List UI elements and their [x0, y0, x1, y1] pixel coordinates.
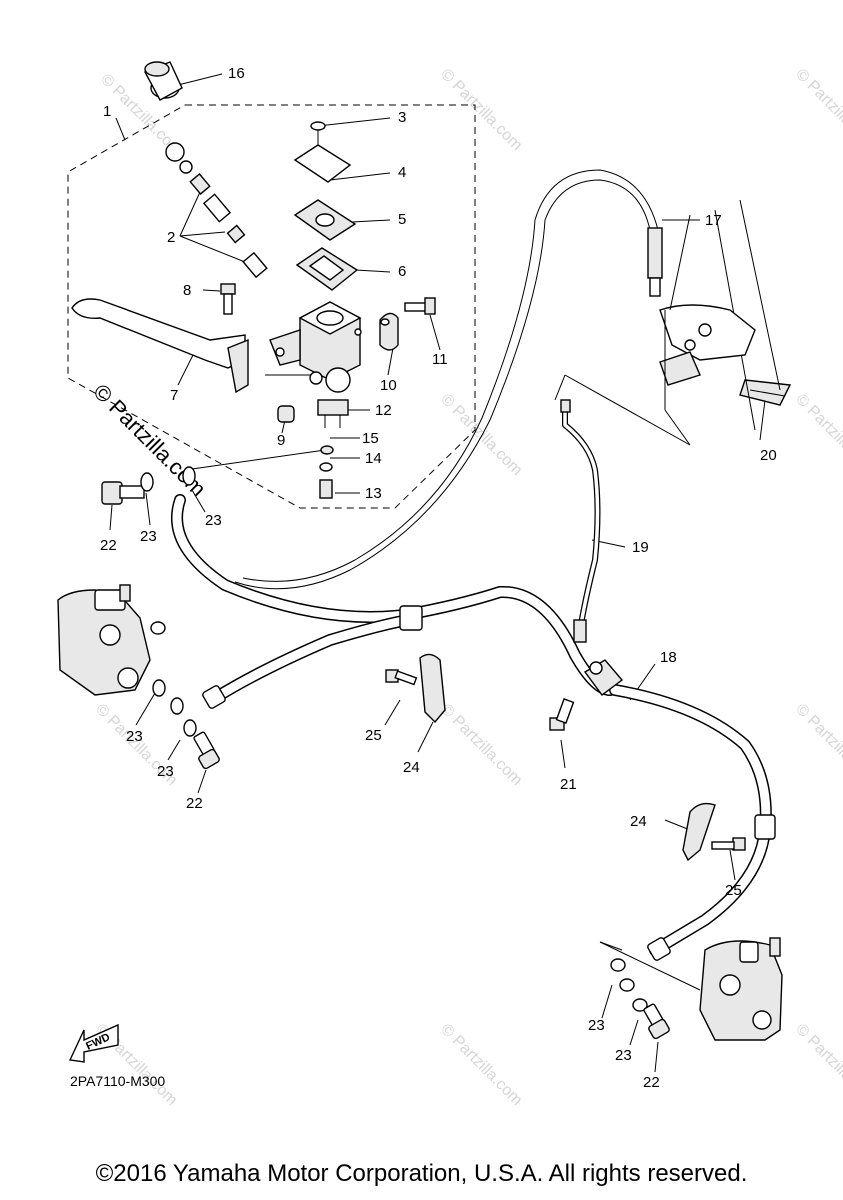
brake-lever: [71, 298, 249, 394]
right-brake-caliper: [699, 937, 783, 1041]
callout-23-upper-left: 23: [140, 528, 157, 545]
callout-5: 5: [398, 211, 406, 228]
upper-copper-washer-2: [182, 466, 196, 486]
callout-23-right-a: 23: [588, 1017, 605, 1034]
callout-14: 14: [365, 450, 382, 467]
handlebar-clamp: [379, 312, 399, 351]
callout-23-caliper-a: 23: [126, 728, 143, 745]
right-caliper-washer-3: [632, 998, 648, 1012]
callout-1: 1: [103, 103, 111, 120]
left-caliper-washer-1: [152, 679, 166, 697]
callout-21: 21: [560, 776, 577, 793]
piston-kit: [165, 142, 268, 279]
callout-2: 2: [167, 229, 175, 246]
callout-8: 8: [183, 282, 191, 299]
reservoir-cap-parts: [293, 121, 359, 291]
callout-11: 11: [432, 351, 448, 368]
switch-screw: [319, 479, 333, 499]
left-caliper-washer-2: [170, 697, 184, 715]
callout-22-left: 22: [186, 795, 203, 812]
callout-7: 7: [170, 387, 178, 404]
watermark-text: © Partzilla.com: [792, 66, 843, 154]
callout-23-upper-right: 23: [205, 512, 222, 529]
callout-13: 13: [365, 485, 382, 502]
parts-diagram: © Partzilla.com © Partzilla.com © Partzi…: [57, 61, 843, 1109]
watermark-text: © Partzilla.com: [792, 1021, 843, 1109]
callout-12: 12: [375, 402, 392, 419]
watermark-text: © Partzilla.com: [792, 701, 843, 789]
callout-20: 20: [760, 447, 777, 464]
right-caliper-washer-1: [610, 958, 626, 972]
watermark-text: © Partzilla.com: [792, 391, 843, 479]
hose-joint: [583, 659, 624, 696]
callout-23-right-b: 23: [615, 1047, 632, 1064]
hose-clip: [739, 379, 792, 406]
upper-copper-washer: [140, 472, 154, 492]
guide-bolt-left: [385, 669, 418, 686]
brake-hose-17: [234, 169, 663, 590]
callout-9: 9: [277, 432, 285, 449]
left-caliper-washer-3: [183, 719, 197, 737]
callout-18: 18: [660, 649, 677, 666]
callout-3: 3: [398, 109, 406, 126]
left-brake-caliper: [57, 584, 166, 696]
pivot-bolt: [220, 283, 236, 315]
watermark-text: © Partzilla.com: [437, 701, 525, 789]
callout-24-center: 24: [403, 759, 420, 776]
front-brake-switch: [317, 399, 349, 428]
callout-numbers: 1 2 3 4 5 6 7 8 9 10 11 12 13 14 15 16 1…: [100, 65, 777, 1091]
cap-screw: [310, 121, 326, 147]
callout-24-right: 24: [630, 813, 647, 830]
brake-pipe-19: [560, 399, 601, 643]
lock-washer: [319, 462, 333, 472]
small-washer: [320, 445, 334, 455]
watermark-text: © Partzilla.com: [437, 1021, 525, 1109]
fork-bracket: [659, 199, 781, 446]
callout-23-caliper-b: 23: [157, 763, 174, 780]
hose-fittings: [202, 605, 776, 961]
callout-17: 17: [705, 212, 722, 229]
right-caliper-washer-2: [619, 978, 635, 992]
joint-bolt: [549, 698, 575, 731]
copyright-notice: ©2016 Yamaha Motor Corporation, U.S.A. A…: [95, 1160, 748, 1187]
callout-15: 15: [362, 430, 379, 447]
callout-25-right: 25: [725, 882, 742, 899]
assembly-boundary: [67, 104, 476, 509]
guide-bolt-right: [711, 837, 746, 851]
callout-16: 16: [228, 65, 245, 82]
right-caliper-union-bolt: [643, 1003, 670, 1040]
dust-boot: [144, 61, 183, 101]
callout-22-upper: 22: [100, 537, 117, 554]
clamp-bolt: [404, 297, 436, 315]
switch-cover: [277, 405, 295, 423]
hose-guide-center: [419, 653, 446, 724]
callout-4: 4: [398, 164, 406, 181]
callout-22-right: 22: [643, 1074, 660, 1091]
callout-25-center: 25: [365, 727, 382, 744]
watermark-text: © Partzilla.com: [437, 66, 525, 154]
master-cylinder-body: [269, 301, 362, 393]
watermark-text: © Partzilla.com: [437, 391, 525, 479]
upper-union-bolt: [101, 481, 145, 505]
callout-19: 19: [632, 539, 649, 556]
reservoir-cap: [293, 144, 352, 183]
callout-10: 10: [380, 377, 397, 394]
hose-guide-right: [682, 802, 716, 862]
fwd-arrow-icon: FWD: [68, 1023, 119, 1063]
left-caliper-union-bolt: [193, 731, 220, 770]
callout-6: 6: [398, 263, 406, 280]
diagram-code: 2PA7110-M300: [70, 1073, 166, 1089]
